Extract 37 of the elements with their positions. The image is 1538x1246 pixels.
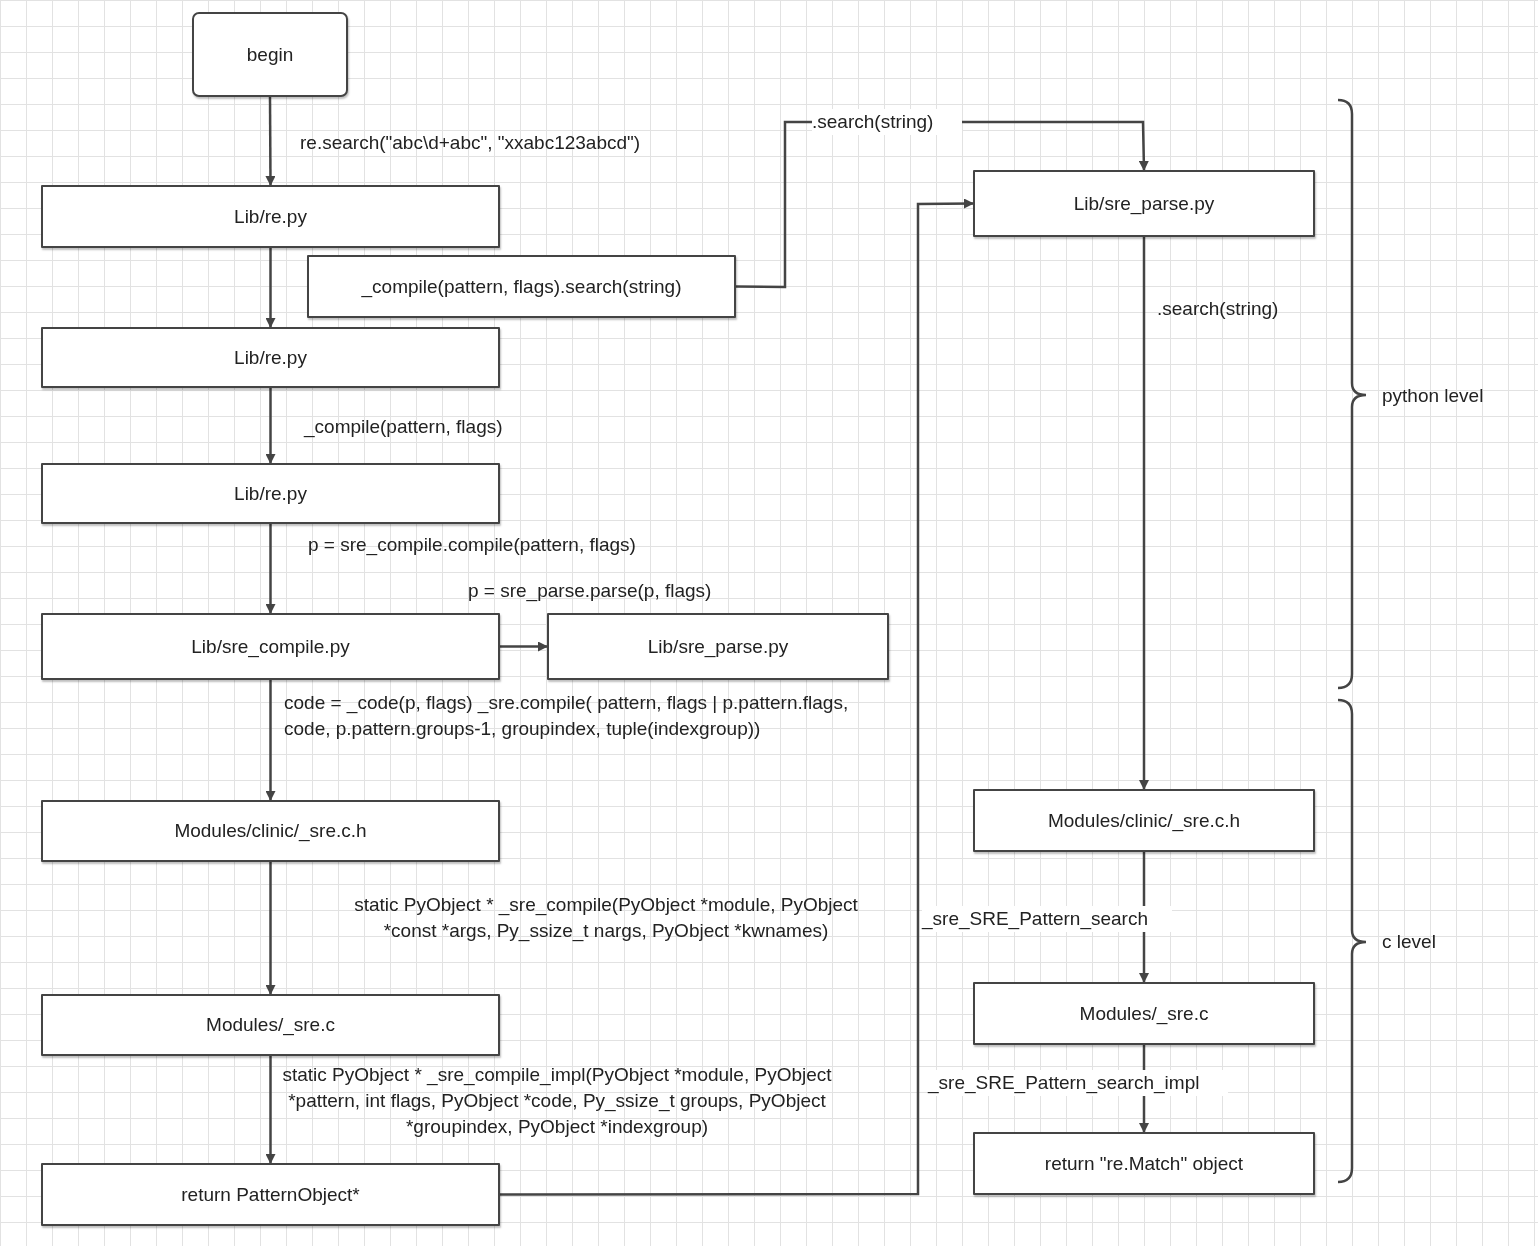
edge-label: .search(string) (812, 109, 962, 135)
edge-label: _sre_SRE_Pattern_search (922, 906, 1172, 932)
process-box: return PatternObject* (41, 1163, 500, 1226)
edge-label: _sre_SRE_Pattern_search_impl (928, 1070, 1228, 1096)
edge-label: .search(string) (1157, 297, 1280, 321)
process-box: Modules/_sre.c (41, 994, 500, 1056)
arrow (265, 524, 276, 614)
arrow (265, 680, 276, 801)
edge-label: p = sre_parse.parse(p, flags) (468, 579, 713, 604)
process-box: Modules/clinic/_sre.c.h (973, 789, 1315, 852)
level-label: c level (1382, 931, 1436, 953)
edge-label: p = sre_compile.compile(pattern, flags) (308, 533, 637, 558)
arrow (265, 862, 276, 995)
arrow (500, 641, 548, 652)
process-box: Lib/re.py (41, 463, 500, 524)
edge-label: static PyObject * _sre_compile_impl(PyObject *module, PyObject *pattern, int flags, PyObject *code, Py_ssize_t groups, PyObject *groupindex, PyObject *indexgroup) (282, 1063, 832, 1139)
process-box: return "re.Match" object (973, 1132, 1315, 1195)
process-box: Lib/sre_compile.py (41, 613, 500, 680)
process-box: Lib/sre_parse.py (547, 613, 889, 680)
process-box: Lib/re.py (41, 327, 500, 388)
arrow (265, 97, 276, 186)
edge-label: code = _code(p, flags) _sre.compile( pattern, flags | p.pattern.flags, code, p.pattern.groups-1, groupindex, tuple(indexgroup)) (284, 691, 850, 741)
arrow (265, 248, 276, 328)
edge-label: static PyObject * _sre_compile(PyObject *module, PyObject *const *args, Py_ssize_t nargs, PyObject *kwnames) (353, 893, 859, 944)
arrow (500, 198, 974, 1196)
process-box: Modules/clinic/_sre.c.h (41, 800, 500, 862)
process-box: Lib/sre_parse.py (973, 170, 1315, 237)
arrow (265, 1056, 276, 1164)
process-box: _compile(pattern, flags).search(string) (307, 255, 736, 318)
edge-label: _compile(pattern, flags) (304, 415, 504, 440)
process-box: Lib/re.py (41, 185, 500, 248)
process-box: Modules/_sre.c (973, 982, 1315, 1045)
arrow (1139, 237, 1149, 790)
edge-label: re.search("abc\d+abc", "xxabc123abcd") (300, 131, 642, 155)
arrow (265, 388, 276, 464)
process-box: begin (192, 12, 348, 97)
level-label: python level (1382, 385, 1484, 407)
